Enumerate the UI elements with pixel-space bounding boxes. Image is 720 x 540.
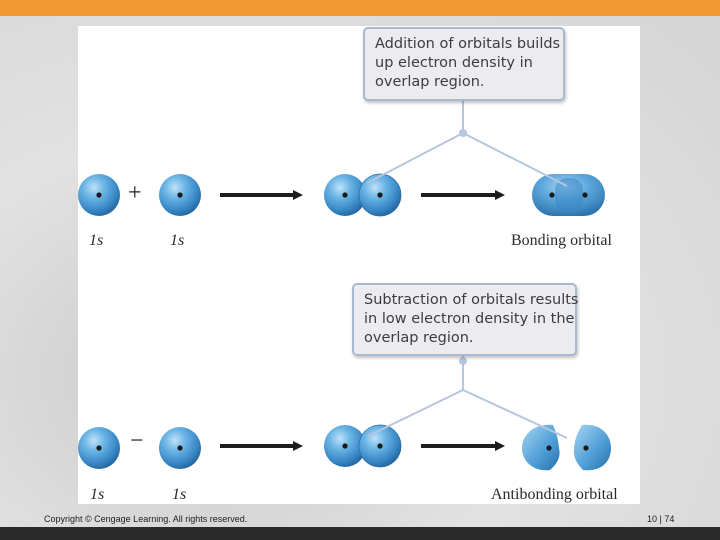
callout-pointer: [367, 389, 464, 437]
antibonding-callout: Subtraction of orbitals results in low e…: [352, 283, 579, 356]
callout-text-line: Addition of orbitals builds: [375, 36, 561, 52]
callout-text-line: up electron density in: [375, 55, 533, 71]
label-1s-left: 1s: [89, 232, 104, 249]
nucleus-dot: [377, 443, 383, 449]
label-1s-right: 1s: [172, 486, 187, 503]
nucleus-dot: [582, 192, 588, 198]
nucleus-dot: [546, 445, 552, 451]
callout-text-line: overlap region.: [375, 74, 485, 90]
nucleus-dot: [583, 445, 589, 451]
diagram-panel: [78, 26, 640, 504]
nucleus-dot: [342, 443, 348, 449]
nucleus-dot: [177, 192, 183, 198]
bonding-orbital-label: Bonding orbital: [511, 232, 612, 249]
copyright-notice: Copyright © Cengage Learning. All rights…: [44, 514, 248, 524]
antibonding-row: [78, 356, 611, 471]
nucleus-dot: [377, 192, 383, 198]
plus-operator: +: [128, 180, 142, 206]
callout-text-line: overlap region.: [364, 330, 474, 346]
bonding-orbital-overlap: [555, 178, 583, 212]
callout-text-line: in low electron density in the: [364, 311, 575, 327]
callout-pointer: [462, 132, 568, 187]
antibonding-orbital-label: Antibonding orbital: [491, 486, 618, 503]
bonding-callout: Addition of orbitals builds up electron …: [363, 27, 565, 101]
antibonding-right-lobe: [573, 424, 611, 471]
nucleus-dot: [342, 192, 348, 198]
callout-text-line: Subtraction of orbitals results: [364, 292, 579, 308]
label-1s-left: 1s: [90, 486, 105, 503]
bottom-bar: [0, 527, 720, 540]
bonding-row: [78, 101, 605, 217]
callout-pointer: [462, 389, 568, 439]
page-number: 10 | 74: [647, 514, 675, 524]
nucleus-dot: [96, 192, 102, 198]
callout-pointer: [366, 132, 464, 184]
callout-node: [459, 357, 467, 365]
label-1s-right: 1s: [170, 232, 185, 249]
top-accent-bar: [0, 0, 720, 16]
nucleus-dot: [96, 445, 102, 451]
nucleus-dot: [549, 192, 555, 198]
minus-operator: −: [130, 428, 144, 454]
antibonding-left-lobe: [522, 424, 560, 471]
nucleus-dot: [177, 445, 183, 451]
